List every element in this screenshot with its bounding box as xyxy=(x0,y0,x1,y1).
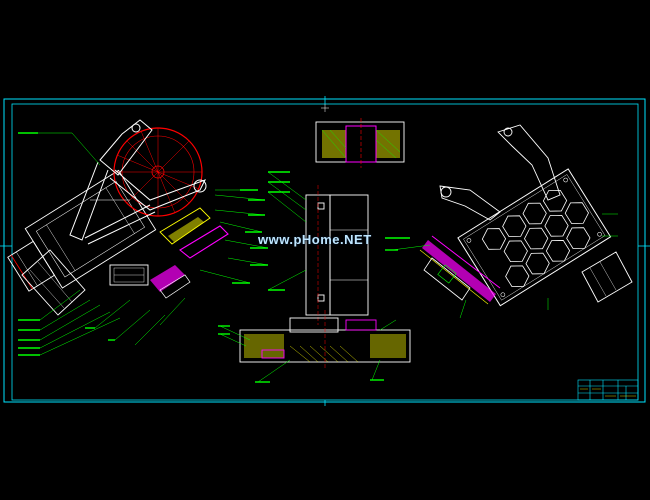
top-section-view xyxy=(315,118,405,168)
watermark-text: www.pHome.NET xyxy=(258,232,372,247)
right-gripper-view xyxy=(385,124,633,319)
crosshair-icon xyxy=(321,104,329,112)
center-column-view xyxy=(267,171,369,325)
wheel-rotor xyxy=(113,127,203,217)
title-block xyxy=(577,379,639,401)
left-gripper-view xyxy=(7,119,269,356)
base-section-view xyxy=(218,310,411,383)
